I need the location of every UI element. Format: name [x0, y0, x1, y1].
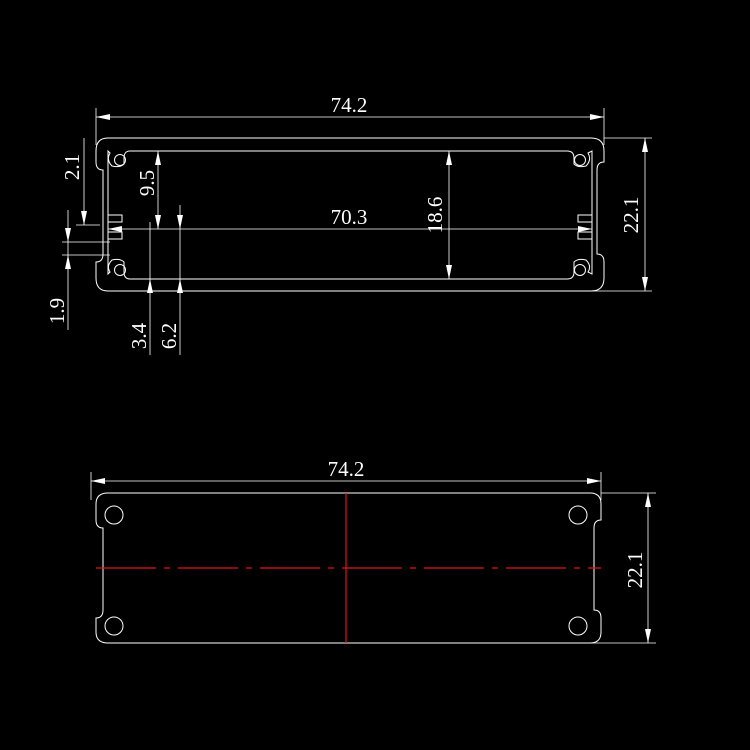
- profile-view: 74.2 70.3 18.6 22.1: [45, 93, 652, 355]
- dim-overall-height: 22.1: [590, 137, 652, 292]
- dim-label-end-overall-height: 22.1: [623, 552, 647, 589]
- dim-end-overall-height: 22.1: [590, 492, 656, 644]
- dim-slot-depth: 9.5: [135, 151, 161, 229]
- dim-label-overall-height: 22.1: [619, 197, 643, 234]
- dim-overall-width: 74.2: [95, 93, 605, 145]
- dim-label-slot-depth: 9.5: [135, 170, 159, 196]
- dim-wall-a: 1.9: [45, 210, 110, 330]
- mounting-hole-top-right: [568, 505, 588, 525]
- screw-channel-bottom-left: [114, 264, 126, 276]
- pcb-slot-left: [108, 214, 123, 240]
- dim-label-rib-top: 2.1: [60, 154, 84, 180]
- dim-wall-b: 3.4: [127, 222, 153, 355]
- profile-inner-cavity: [107, 149, 593, 280]
- dim-label-wall-a: 1.9: [45, 298, 69, 324]
- dim-label-wall-c: 6.2: [157, 323, 181, 349]
- mounting-hole-bottom-right: [568, 616, 588, 636]
- screw-channel-bottom-right: [574, 264, 586, 276]
- pcb-slot-right: [577, 214, 592, 240]
- dim-label-wall-b: 3.4: [127, 322, 151, 349]
- mounting-hole-bottom-left: [104, 616, 124, 636]
- dim-rib-top: 2.1: [60, 138, 100, 226]
- dim-inner-width: 70.3: [108, 205, 592, 232]
- dim-label-overall-width: 74.2: [331, 93, 368, 117]
- end-plate-view: 74.2 22.1: [90, 457, 656, 644]
- dim-label-inner-width: 70.3: [331, 205, 368, 229]
- mounting-hole-top-left: [104, 505, 124, 525]
- dim-inner-height: 18.6: [423, 151, 452, 279]
- screw-channel-top-left: [114, 154, 126, 166]
- dim-label-inner-height: 18.6: [423, 197, 447, 234]
- dim-end-overall-width: 74.2: [90, 457, 602, 500]
- screw-channel-top-right: [574, 154, 586, 166]
- dim-wall-c: 6.2: [157, 205, 183, 355]
- dim-label-end-overall-width: 74.2: [328, 457, 365, 481]
